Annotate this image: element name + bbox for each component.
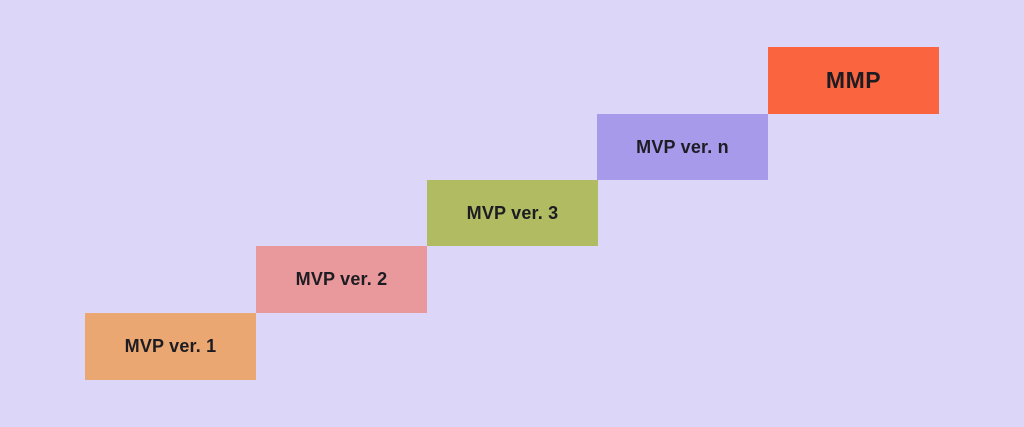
step-mvp-ver-3-label: MVP ver. 3	[466, 202, 559, 223]
step-mvp-ver-1: MVP ver. 1	[85, 313, 256, 380]
step-mvp-ver-2: MVP ver. 2	[256, 246, 427, 313]
step-mvp-ver-1-label: MVP ver. 1	[124, 336, 217, 356]
step-mvp-ver-n-label: MVP ver. n	[636, 136, 729, 157]
step-mmp: MMP	[768, 47, 939, 114]
step-mvp-ver-n: MVP ver. n	[597, 114, 768, 180]
step-mvp-ver-3: MVP ver. 3	[427, 180, 598, 246]
step-mmp-label: MMP	[825, 67, 882, 93]
step-mvp-ver-2-label: MVP ver. 2	[295, 269, 388, 289]
